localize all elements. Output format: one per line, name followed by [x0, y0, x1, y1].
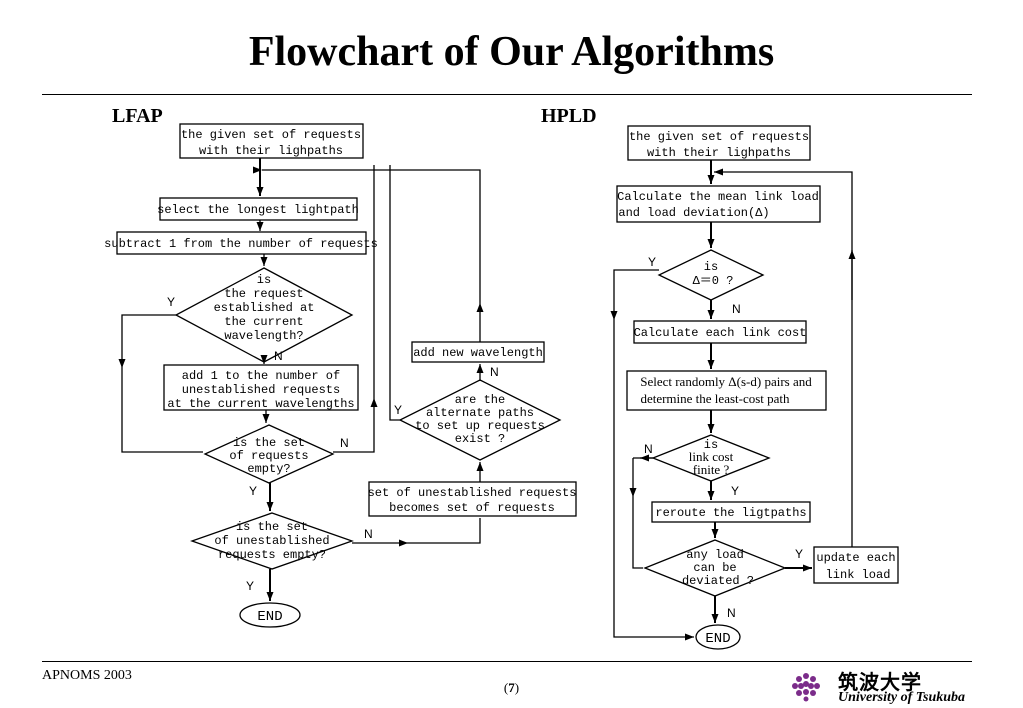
- hpld-heading: HPLD: [541, 105, 597, 127]
- hpld-calc-mean-line-1: Calculate the mean link load: [617, 190, 819, 204]
- university-logo-icon: [792, 673, 820, 702]
- hpld-deviated-line-3: deviated ?: [682, 574, 754, 588]
- lfap-start-box: [179, 123, 364, 159]
- lfap-label-yes-3: Y: [246, 579, 254, 593]
- lfap-heading: LFAP: [112, 105, 163, 127]
- hpld-finite-line-2: link cost: [689, 449, 734, 464]
- lfap-decision-alternate: [398, 379, 562, 461]
- lfap-set-empty-line-3: empty?: [247, 462, 290, 476]
- lfap-established-line-3: established at: [214, 301, 315, 315]
- hpld-select-line-2: determine the least-cost path: [640, 391, 790, 406]
- lfap-alternate-line-2: alternate paths: [426, 406, 534, 420]
- lfap-end-text: END: [257, 609, 282, 625]
- lfap-add-line-3: at the current wavelengths: [167, 397, 354, 411]
- lfap-established-line-1: is: [257, 273, 271, 287]
- hpld-label-no-3: N: [727, 606, 736, 620]
- lfap-add-line-2: unestablished requests: [182, 383, 340, 397]
- hpld-start-line-2: with their lighpaths: [647, 146, 791, 160]
- top-rule: [42, 94, 972, 95]
- hpld-finite-line-3: finite ?: [693, 462, 730, 477]
- hpld-calc-cost-box: [633, 320, 807, 344]
- lfap-established-line-2: the request: [224, 287, 303, 301]
- hpld-calc-mean-box: [616, 185, 821, 223]
- hpld-reroute-box: [651, 501, 811, 523]
- slide-title: Flowchart of Our Algorithms: [248, 29, 775, 75]
- lfap-add-wavelength-box: [411, 341, 545, 363]
- lfap-set-empty-line-2: of requests: [229, 449, 308, 463]
- hpld-label-yes-2: Y: [731, 484, 739, 498]
- hpld-calc-cost-text: Calculate each link cost: [634, 326, 807, 340]
- hpld-end-text: END: [705, 631, 730, 647]
- hpld-start-box: [627, 125, 811, 161]
- lfap-unest-empty-line-1: is the set: [236, 520, 308, 534]
- hpld-delta-line-1: is: [704, 260, 718, 274]
- lfap-established-line-5: wavelength?: [224, 329, 303, 343]
- hpld-update-line-1: update each: [816, 551, 895, 565]
- hpld-calc-mean-line-2: and load deviation(Δ): [618, 206, 769, 220]
- university-name-en: University of Tsukuba: [838, 690, 966, 705]
- hpld-label-yes-3: Y: [795, 547, 803, 561]
- bottom-rule: [42, 661, 972, 662]
- lfap-start-line-1: the given set of requests: [181, 128, 361, 142]
- lfap-label-no-3: N: [364, 527, 373, 541]
- hpld-update-line-2: link load: [826, 568, 891, 582]
- hpld-select-random-box: [626, 370, 827, 411]
- lfap-subtract-box: [116, 231, 367, 255]
- hpld-text: HPLD the given set of requests with thei…: [541, 105, 896, 647]
- lfap-label-yes-4: Y: [394, 403, 402, 417]
- page-number-value: 7: [508, 680, 515, 695]
- lfap-alternate-line-3: to set up requests: [415, 419, 545, 433]
- lfap-alternate-line-4: exist ?: [455, 432, 505, 446]
- hpld-label-no-2: N: [644, 442, 653, 456]
- hpld-select-line-1: Select randomly Δ(s-d) pairs and: [640, 374, 812, 389]
- lfap-start-line-2: with their lighpaths: [199, 144, 343, 158]
- hpld-end-terminal: [695, 624, 741, 650]
- lfap-label-no-2: N: [340, 436, 349, 450]
- lfap-select-box: [159, 197, 358, 221]
- lfap-alternate-line-1: are the: [455, 393, 505, 407]
- university-name-jp: 筑波大学: [838, 670, 922, 694]
- lfap-label-yes-2: Y: [249, 484, 257, 498]
- lfap-unest-empty-line-2: of unestablished: [214, 534, 329, 548]
- hpld-flowchart: [610, 125, 899, 650]
- hpld-deviated-line-1: any load: [686, 548, 744, 562]
- lfap-label-no-1: N: [274, 349, 283, 363]
- lfap-text: LFAP the given set of requests with thei…: [104, 105, 576, 625]
- lfap-label-no-4: N: [490, 365, 499, 379]
- hpld-label-yes-1: Y: [648, 255, 656, 269]
- lfap-set-unest-line-1: set of unestablished requests: [368, 486, 577, 500]
- lfap-add-unestablished-box: [163, 364, 359, 411]
- lfap-set-unestablished-box: [368, 481, 577, 517]
- page-number: (7): [503, 680, 520, 695]
- hpld-finite-line-1: is: [704, 438, 718, 452]
- lfap-add-wavelength-text: add new wavelength: [413, 346, 543, 360]
- lfap-subtract-text: subtract 1 from the number of requests: [104, 237, 378, 251]
- hpld-start-line-1: the given set of requests: [629, 130, 809, 144]
- lfap-set-unest-line-2: becomes set of requests: [389, 501, 555, 515]
- lfap-established-line-4: the current: [224, 315, 303, 329]
- hpld-delta-line-2: Δ＝0 ?: [693, 274, 734, 288]
- lfap-add-line-1: add 1 to the number of: [182, 369, 340, 383]
- lfap-select-text: select the longest lightpath: [157, 203, 359, 217]
- lfap-end-terminal: [239, 602, 301, 628]
- lfap-set-empty-line-1: is the set: [233, 436, 305, 450]
- lfap-decision-unestablished-empty: [190, 512, 354, 570]
- footer-conference: APNOMS 2003: [42, 668, 132, 683]
- hpld-deviated-line-2: can be: [693, 561, 736, 575]
- lfap-label-yes-1: Y: [167, 295, 175, 309]
- hpld-update-box: [813, 546, 899, 584]
- hpld-label-no-1: N: [732, 302, 741, 316]
- hpld-reroute-text: reroute the ligtpaths: [655, 506, 806, 520]
- lfap-unest-empty-line-3: requests empty?: [218, 548, 326, 562]
- lfap-flowchart: [116, 123, 577, 628]
